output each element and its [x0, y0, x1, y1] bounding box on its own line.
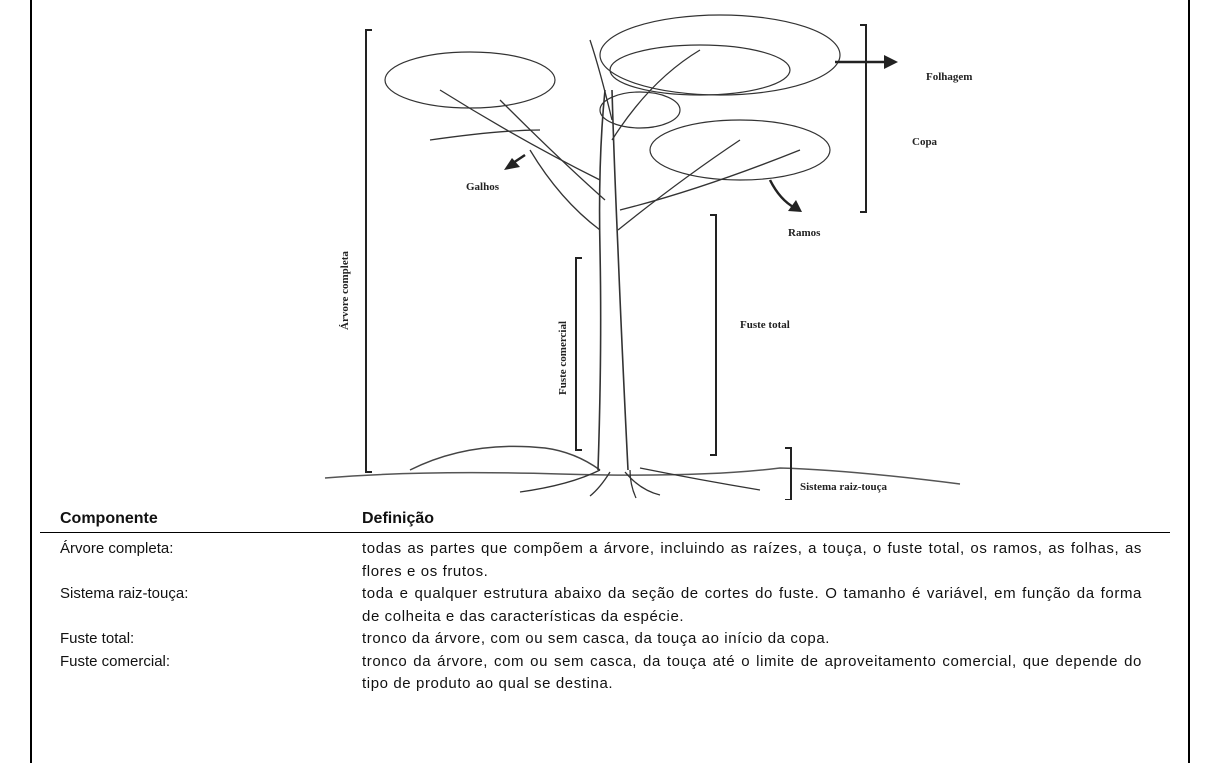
header-componente: Componente	[60, 510, 158, 528]
definitions-table: Componente Definição Árvore completa: to…	[40, 506, 1170, 696]
table-row: Fuste total: tronco da árvore, com ou se…	[40, 628, 1170, 651]
term-arvore-completa: Árvore completa:	[60, 538, 173, 561]
term-fuste-total: Fuste total:	[60, 628, 134, 651]
term-sistema-raiz-touca: Sistema raiz-touça:	[60, 583, 188, 606]
trunk	[598, 90, 628, 470]
definition-fuste-comercial: tronco da árvore, com ou sem casca, da t…	[362, 651, 1142, 696]
table-row: Árvore completa: todas as partes que com…	[40, 538, 1170, 583]
label-arvore-completa: Árvore completa	[339, 251, 351, 330]
bracket-fuste-total	[710, 215, 716, 455]
bracket-copa	[860, 25, 866, 212]
label-galhos: Galhos	[466, 181, 500, 193]
label-fuste-comercial: Fuste comercial	[557, 321, 569, 395]
table-header: Componente Definição	[40, 506, 1170, 533]
header-definicao: Definição	[362, 510, 434, 528]
label-folhagem: Folhagem	[926, 71, 972, 83]
term-fuste-comercial: Fuste comercial:	[60, 651, 170, 674]
label-fuste-total: Fuste total	[740, 319, 790, 331]
branches	[430, 40, 800, 230]
bracket-fuste-comercial	[576, 258, 582, 450]
bracket-sistema-raiz	[785, 448, 791, 500]
definition-fuste-total: tronco da árvore, com ou sem casca, da t…	[362, 628, 1142, 651]
arrow-head-folhagem	[884, 55, 898, 69]
table-row: Sistema raiz-touça: toda e qualquer estr…	[40, 583, 1170, 628]
label-copa: Copa	[912, 136, 938, 148]
label-ramos: Ramos	[788, 227, 821, 239]
definition-arvore-completa: todas as partes que compõem a árvore, in…	[362, 538, 1142, 583]
tree-diagram: Árvore completa Fuste comercial Fuste to…	[0, 0, 1220, 500]
table-row: Fuste comercial: tronco da árvore, com o…	[40, 651, 1170, 696]
label-sistema-raiz-touca: Sistema raiz-touça	[800, 481, 888, 493]
mound	[410, 446, 600, 470]
bracket-arvore-completa	[366, 30, 372, 472]
definition-sistema-raiz-touca: toda e qualquer estrutura abaixo da seçã…	[362, 583, 1142, 628]
